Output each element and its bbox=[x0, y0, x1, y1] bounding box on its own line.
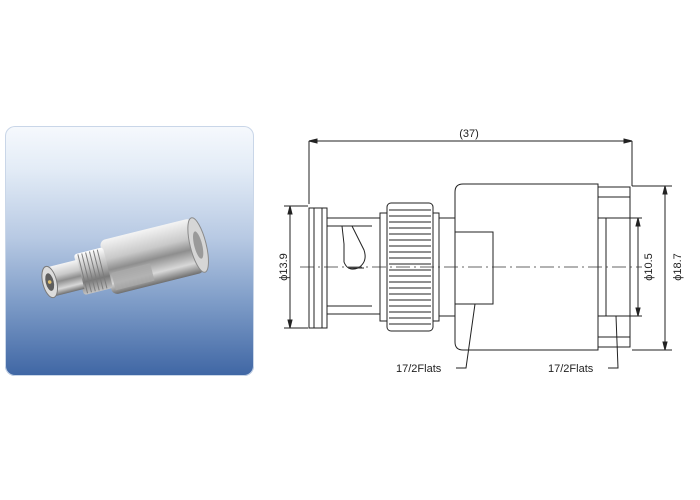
product-photo-panel bbox=[5, 126, 254, 376]
diameter-inner-right-label: ϕ10.5 bbox=[643, 253, 655, 281]
knurled-ring bbox=[74, 247, 113, 295]
overall-length-label: (37) bbox=[459, 128, 479, 140]
diameter-left-label: ϕ13.9 bbox=[278, 253, 290, 281]
connector-photo-illustration bbox=[41, 217, 209, 299]
flats-right-label: 17/2Flats bbox=[548, 363, 594, 375]
diameter-outer-right-label: ϕ18.7 bbox=[672, 253, 684, 281]
flats-left-label: 17/2Flats bbox=[396, 363, 442, 375]
